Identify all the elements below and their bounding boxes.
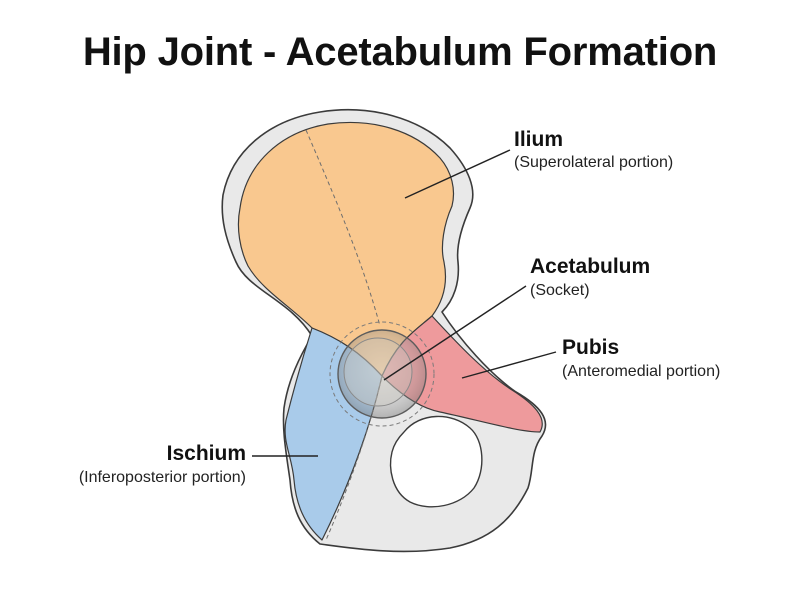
acetabulum-socket-inner [343, 337, 413, 407]
ilium-region [237, 121, 455, 377]
ilium-dashed-ridge [305, 129, 381, 327]
pubis-sublabel: (Anteromedial portion) [562, 363, 720, 380]
acetabulum-socket [337, 329, 427, 419]
ilium-leader-line [404, 149, 511, 199]
obturator-foramen [389, 415, 483, 508]
pubis-region [381, 315, 543, 433]
pubis-leader-line [461, 351, 557, 379]
acetabulum-leader-line [383, 285, 527, 381]
ischium-sublabel: (Inferoposterior portion) [79, 469, 246, 486]
page-title: Hip Joint - Acetabulum Formation [82, 30, 718, 74]
pubis-label: Pubis [562, 336, 619, 359]
acetabulum-socket-outer-dashed [329, 321, 435, 427]
ischium-label: Ischium [167, 442, 246, 465]
ilium-sublabel: (Superolateral portion) [514, 154, 673, 171]
acetabulum-sublabel: (Socket) [530, 282, 590, 299]
ilium-label: Ilium [514, 128, 563, 151]
acetabulum-label: Acetabulum [530, 255, 650, 278]
